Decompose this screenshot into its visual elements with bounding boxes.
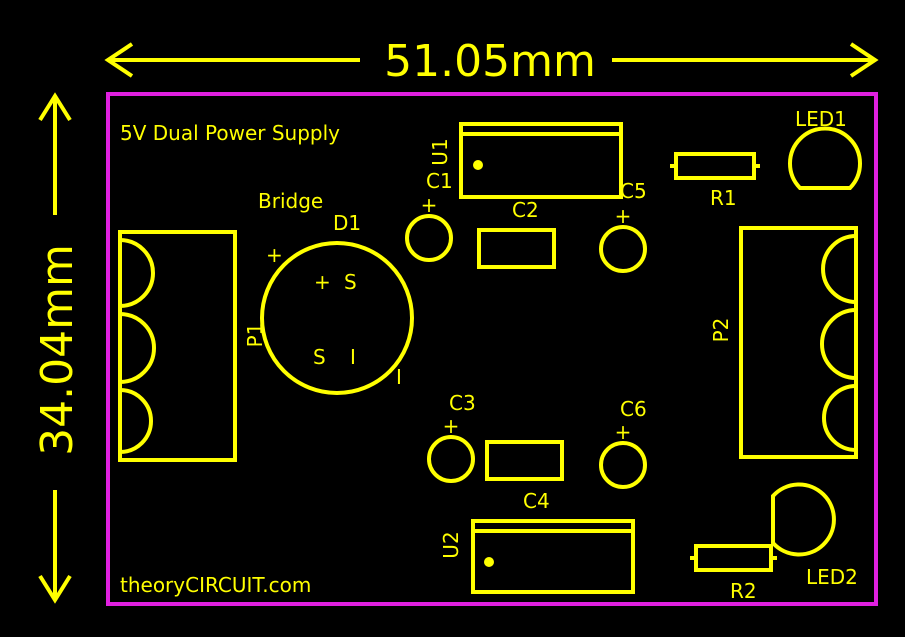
connector-p2: P2 [709,226,858,459]
led-led2: LED2 [771,482,858,589]
led-led1: LED1 [788,107,862,190]
p2-label: P2 [709,318,733,343]
width-dimension: 51.05mm [104,36,879,87]
resistor-r1: R1 [670,152,760,210]
height-dimension: 34.04mm [32,92,83,604]
board-website: theoryCIRCUIT.com [120,573,311,597]
regulator-u1: U1 [428,122,623,199]
bridge-plus-outer: + [266,243,283,267]
c3-polarity: + [443,414,460,438]
capacitor-c1: + C1 [405,169,453,262]
c4-label: C4 [523,489,550,513]
bridge-rectifier-d1: Bridge D1 + + S S I I [258,189,414,395]
capacitor-c6: + C6 [599,397,647,489]
d1-label: D1 [333,211,361,235]
bridge-minus: I [350,345,356,369]
connector-p1: P1 [118,230,267,462]
resistor-r2: R2 [690,544,777,603]
height-dimension-label: 34.04mm [32,244,83,456]
c1-label: C1 [426,169,453,193]
bridge-ac-top: S [344,270,357,294]
board-title: 5V Dual Power Supply [120,121,340,145]
bridge-label: Bridge [258,189,323,213]
capacitor-c3: + C3 [427,391,476,483]
capacitor-c2: C2 [477,198,556,269]
capacitor-c5: + C5 [599,179,647,273]
regulator-u2: U2 [439,519,635,594]
c1-polarity: + [421,193,438,217]
r2-label: R2 [730,579,757,603]
width-dimension-label: 51.05mm [384,36,596,87]
c2-label: C2 [512,198,539,222]
led2-label: LED2 [806,565,858,589]
bridge-plus: + [314,270,331,294]
u2-label: U2 [439,531,463,558]
c3-label: C3 [449,391,476,415]
c5-polarity: + [615,204,632,228]
c5-label: C5 [620,179,647,203]
c6-polarity: + [615,420,632,444]
bridge-ac-bottom: S [313,345,326,369]
r1-label: R1 [710,186,737,210]
capacitor-c4: C4 [485,440,564,513]
bridge-minus-outer: I [396,365,402,389]
u1-label: U1 [428,138,452,165]
board-outline [106,92,878,606]
led1-label: LED1 [795,107,847,131]
c6-label: C6 [620,397,647,421]
